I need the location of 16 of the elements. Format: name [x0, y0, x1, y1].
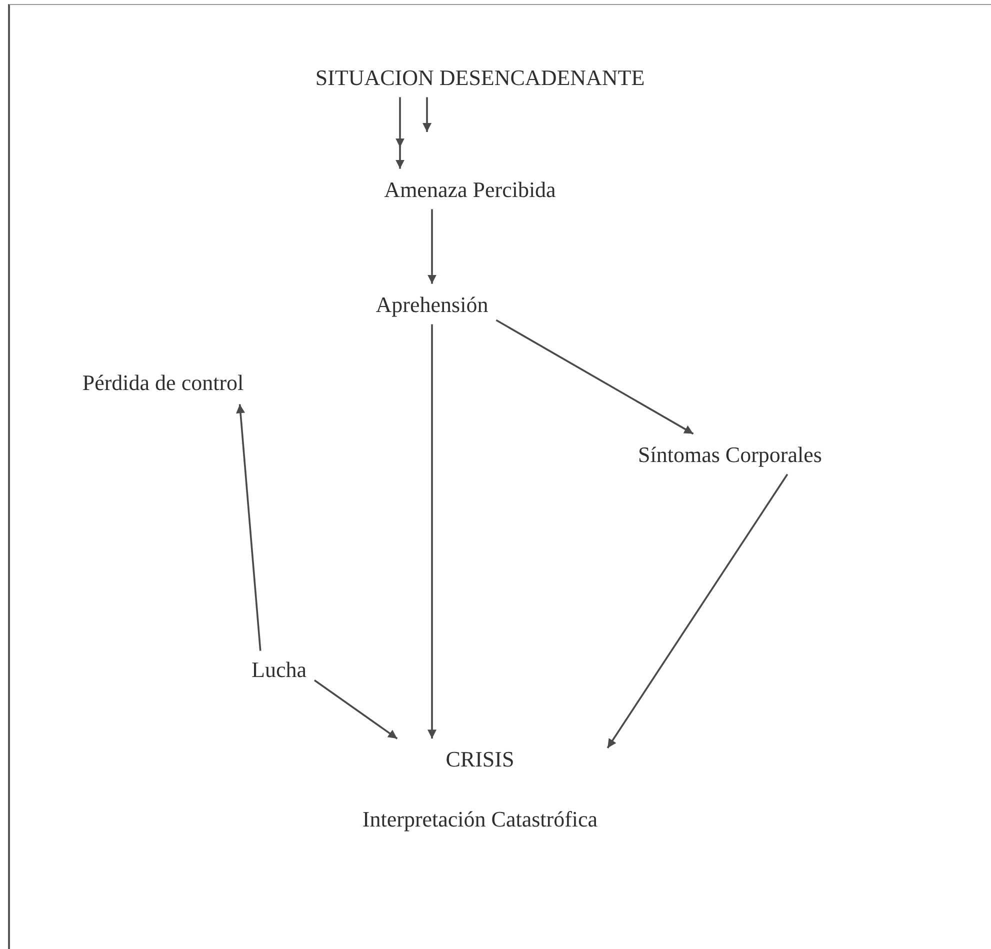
flow-label: Lucha: [252, 656, 306, 684]
flow-label: Pérdida de control: [82, 370, 244, 396]
arrow: [428, 324, 436, 739]
arrow: [496, 319, 694, 435]
arrow: [606, 474, 788, 748]
arrow: [396, 97, 404, 169]
arrow: [422, 97, 432, 132]
flow-label: Aprehensión: [376, 292, 488, 318]
arrow: [236, 404, 262, 651]
arrow: [314, 680, 398, 740]
flow-label: Interpretación Catastrófica: [362, 807, 598, 834]
flow-label: Amenaza Percibida: [384, 176, 556, 204]
flow-label: CRISIS: [446, 746, 514, 773]
flow-label: SITUACION DESENCADENANTE: [315, 64, 645, 92]
flow-label: Síntomas Corporales: [638, 442, 822, 468]
arrow: [428, 209, 436, 284]
